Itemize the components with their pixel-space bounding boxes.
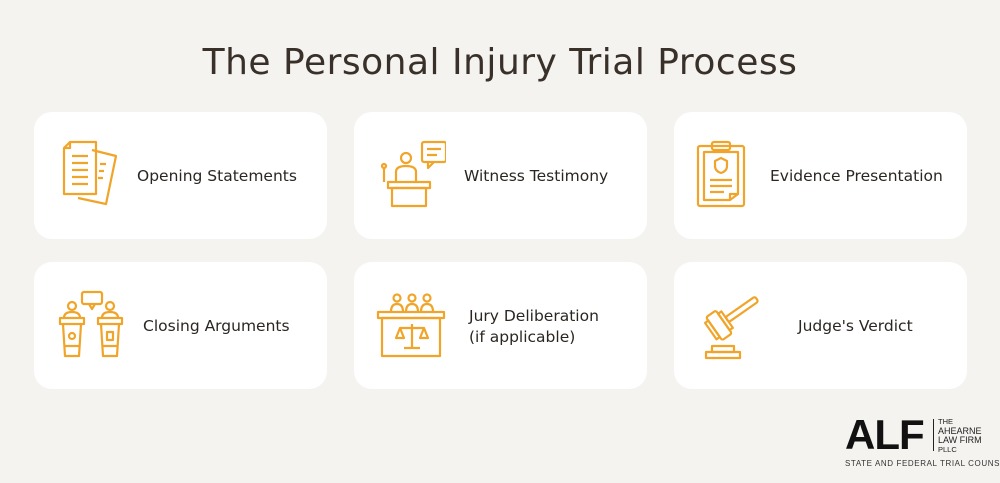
- step-card-witness-testimony: Witness Testimony: [354, 112, 647, 239]
- witness-stand-icon: [380, 140, 446, 208]
- step-label: Evidence Presentation: [770, 167, 943, 185]
- documents-icon: [62, 140, 118, 206]
- logo-line: PLLC: [938, 444, 957, 454]
- step-card-jury-deliberation: Jury Deliberation (if applicable): [354, 262, 647, 389]
- step-label: Closing Arguments: [143, 317, 290, 335]
- podiums-speech-icon: [58, 290, 124, 358]
- jury-box-scales-icon: [376, 293, 446, 358]
- logo-firm-name: THE AHEARNE LAW FIRM PLLC: [938, 417, 982, 454]
- step-label-line2: (if applicable): [469, 328, 576, 346]
- step-label: Jury Deliberation (if applicable): [469, 306, 599, 348]
- step-label: Witness Testimony: [464, 167, 609, 185]
- step-card-evidence-presentation: Evidence Presentation: [674, 112, 967, 239]
- step-card-closing-arguments: Closing Arguments: [34, 262, 327, 389]
- step-label: Judge's Verdict: [798, 317, 913, 335]
- logo-line: AHEARNE: [938, 425, 982, 436]
- gavel-icon: [703, 296, 759, 360]
- logo-mark: ALF: [845, 411, 925, 458]
- clipboard-evidence-icon: [696, 140, 746, 208]
- page-title: The Personal Injury Trial Process: [202, 42, 798, 83]
- step-label: Opening Statements: [137, 167, 297, 185]
- logo-line: THE: [938, 417, 953, 426]
- logo-divider: [933, 419, 934, 451]
- firm-logo: ALF THE AHEARNE LAW FIRM PLLC STATE AND …: [845, 411, 1000, 477]
- logo-line: LAW FIRM: [938, 435, 982, 445]
- logo-tagline: STATE AND FEDERAL TRIAL COUNSEL: [845, 459, 1000, 468]
- step-card-opening-statements: Opening Statements: [34, 112, 327, 239]
- step-label-line1: Jury Deliberation: [469, 307, 599, 325]
- step-card-judges-verdict: Judge's Verdict: [674, 262, 967, 389]
